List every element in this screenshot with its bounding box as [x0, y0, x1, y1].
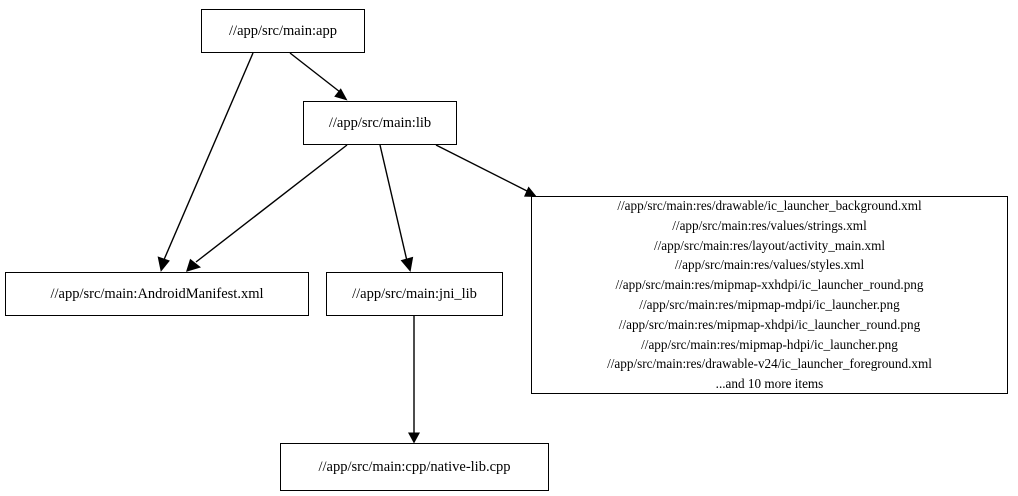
node-lib-label: //app/src/main:lib: [328, 114, 432, 131]
edge-lib-to-jni-lib: [379, 144, 414, 272]
node-lib[interactable]: //app/src/main:lib: [303, 101, 457, 145]
edge-app-to-manifest: [157, 52, 254, 272]
edge-jni-lib-to-native-lib: [408, 316, 420, 444]
node-app[interactable]: //app/src/main:app: [201, 9, 365, 53]
node-jni-lib[interactable]: //app/src/main:jni_lib: [326, 272, 503, 316]
edge-lib-to-manifest: [186, 144, 348, 272]
node-native-lib-label: //app/src/main:cpp/native-lib.cpp: [318, 458, 511, 475]
node-android-manifest-label: //app/src/main:AndroidManifest.xml: [50, 285, 264, 302]
edge-app-to-lib: [289, 52, 348, 101]
node-android-manifest[interactable]: //app/src/main:AndroidManifest.xml: [5, 272, 309, 316]
node-resources-label: //app/src/main:res/drawable/ic_launcher_…: [607, 198, 932, 392]
node-native-lib[interactable]: //app/src/main:cpp/native-lib.cpp: [280, 443, 549, 491]
node-jni-lib-label: //app/src/main:jni_lib: [352, 285, 477, 302]
edge-lib-to-resources: [435, 144, 537, 197]
node-app-label: //app/src/main:app: [229, 22, 337, 39]
node-resources[interactable]: //app/src/main:res/drawable/ic_launcher_…: [531, 196, 1008, 394]
